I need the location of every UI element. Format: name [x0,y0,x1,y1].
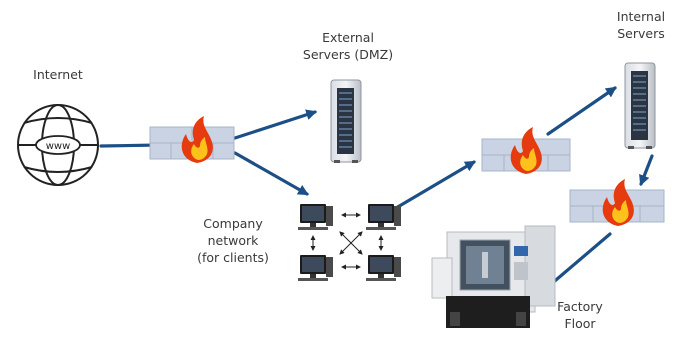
external-server-rack-icon [330,79,362,163]
www-label: www [46,141,71,152]
computer-icon [298,204,333,230]
company-network-computers [298,204,401,281]
firewall-2-icon [481,127,571,174]
company-network-label: Company network (for clients) [185,215,281,266]
factory-floor-label-line1: Factory [557,299,603,314]
factory-machine-icon [431,225,556,328]
internal-servers-label: Internal Servers [601,8,681,42]
company-network-label-line1: Company [203,216,263,231]
internet-label: Internet [33,67,83,82]
company-network-label-line2: network [207,233,259,248]
external-servers-label-line1: External [322,30,374,45]
internal-servers-label-line2: Servers [617,26,665,41]
internal-servers-label-line1: Internal [616,9,666,24]
computer-icon [298,255,333,281]
computer-icon [366,255,401,281]
external-servers-label: External Servers (DMZ) [293,29,403,63]
firewall-1-icon [149,116,235,163]
internet-globe-icon [17,104,99,186]
computer-icon [366,204,401,230]
factory-floor-label-line2: Floor [564,316,596,331]
arrow-internal-servers-to-firewall [639,154,654,187]
company-network-label-line3: (for clients) [197,250,269,265]
firewall-3-icon [569,179,665,226]
factory-floor-label: Factory Floor [545,298,615,332]
internal-server-rack-icon [624,62,656,149]
arrow-company-network-to-firewall [394,160,476,210]
arrow-firewall-to-company-network [233,151,309,196]
external-servers-label-line2: Servers (DMZ) [302,47,394,62]
arrow-firewall-to-external-servers [233,109,318,140]
arrow-firewall-to-internal-servers [546,86,617,136]
